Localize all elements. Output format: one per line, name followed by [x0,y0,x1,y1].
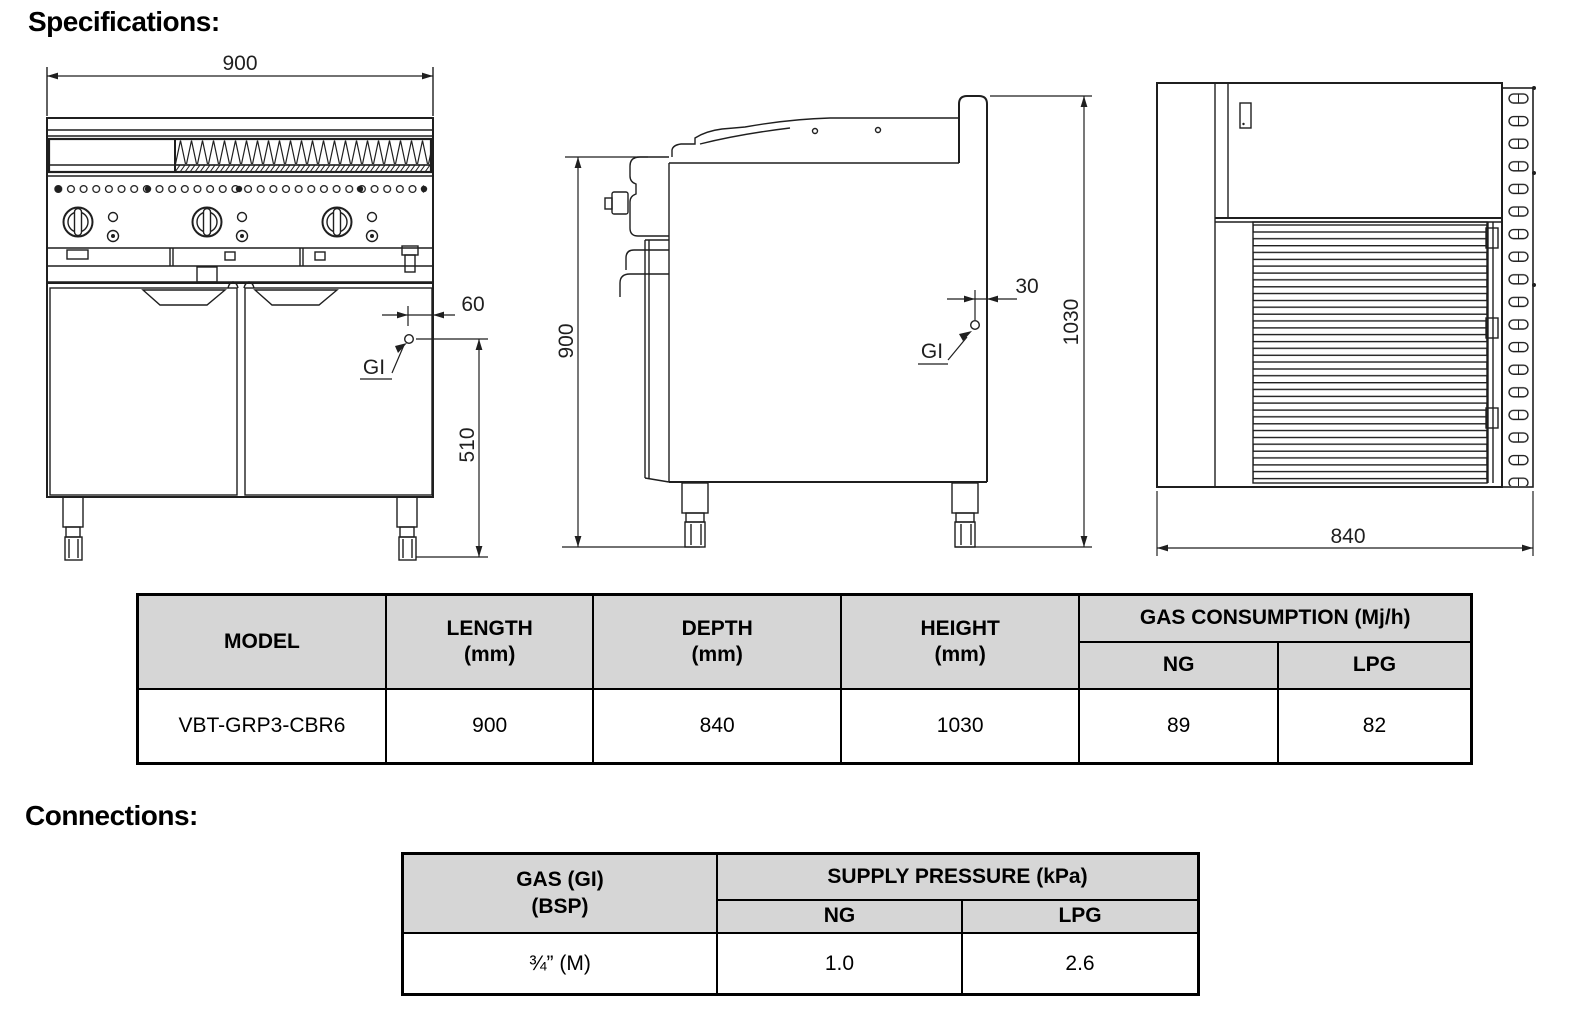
spec-col-length: LENGTH (mm) [384,593,595,690]
front-gas-height-dimension: 510 [416,338,488,558]
top-view-louvers [1504,90,1533,486]
specifications-heading: Specifications: [28,6,220,37]
front-legs [62,496,418,561]
spec-col-height-label: HEIGHT [920,616,1000,640]
top-view-drawing: 840 [1156,82,1536,556]
spec-length-value: 900 [384,688,595,765]
front-view-drawing: 900 [46,52,488,561]
conn-gas-value: ¾” (M) [401,932,718,996]
conn-col-supply-pressure: SUPPLY PRESSURE (kPa) [715,852,1200,901]
pilot-light-1 [107,211,119,223]
cabinet [46,282,434,498]
side-legs [681,482,979,548]
spec-depth-value: 840 [592,688,842,765]
side-body [668,95,988,483]
spec-table-row: VBT-GRP3-CBR6 900 840 1030 89 82 [136,688,1473,765]
spec-col-model: MODEL [136,593,387,690]
cabinet-door-right [244,287,433,496]
door-handle-left [141,289,227,306]
conn-col-ng: NG [715,899,964,934]
drain-valve [401,245,419,273]
burner-knob-2 [191,206,223,238]
chargrill-hatch-strip [174,164,432,173]
front-width-dim-label: 900 [222,52,257,75]
technical-drawings: 900 [46,52,1536,561]
spec-col-length-unit: (mm) [464,643,516,666]
connections-table-row: ¾” (M) 1.0 2.6 [401,932,1200,996]
side-gas-inlet-label: GI [921,340,943,363]
conn-lpg-value: 2.6 [961,932,1200,996]
spec-lpg-value: 82 [1276,688,1473,765]
conn-col-gas-line1: GAS (GI) [516,868,604,892]
side-gas-offset-dimension: 30 [947,275,1039,320]
door-handle-right [253,289,339,306]
side-control-panel [604,156,670,483]
spec-table: MODEL LENGTH (mm) DEPTH (mm) HEIGHT (mm) GA… [136,593,1473,765]
top-view-latch [1239,102,1252,129]
vent-hole-fasteners [55,185,428,193]
spec-ng-value: 89 [1078,688,1279,765]
side-gas-inlet-marker: GI [918,320,981,365]
louver-panel-fasteners [1532,86,1536,287]
connections-table: GAS (GI)(BSP) SUPPLY PRESSURE (kPa) NG L… [401,852,1200,996]
front-gas-inlet-label: GI [363,356,385,379]
top-view-grates [1252,221,1488,484]
spec-col-ng: NG [1078,641,1279,690]
spec-model-value: VBT-GRP3-CBR6 [136,688,387,765]
top-depth-dimension: 840 [1156,491,1534,556]
connections-heading: Connections: [25,800,198,831]
side-plate-profile [671,117,959,157]
igniter-3 [365,229,379,243]
front-width-dimension: 900 [46,52,434,116]
side-worktop-height-label: 900 [555,323,578,358]
igniter-2 [235,229,249,243]
front-gas-height-label: 510 [456,427,479,462]
spec-col-depth-label: DEPTH [681,616,753,640]
cabinet-door-left [49,287,238,496]
conn-ng-value: 1.0 [715,932,964,996]
spec-height-value: 1030 [839,688,1081,765]
spec-col-gas-consumption: GAS CONSUMPTION (Mj/h) [1078,593,1473,643]
burner-knob-3 [321,206,353,238]
side-view-drawing: 900 [555,95,1092,548]
side-worktop-height-dimension: 900 [555,156,700,548]
conn-col-gas-line2: (BSP) [531,894,589,918]
igniter-1 [106,229,120,243]
pilot-light-2 [236,211,248,223]
pilot-light-3 [366,211,378,223]
side-total-height-label: 1030 [1060,299,1083,346]
spec-col-depth-unit: (mm) [691,643,743,666]
conn-col-gas: GAS (GI)(BSP) [401,852,718,934]
burner-knob-1 [62,206,94,238]
top-depth-label: 840 [1330,525,1365,548]
chargrill-surface [174,138,432,166]
conn-col-lpg: LPG [961,899,1200,934]
front-gas-inlet-marker: GI [360,334,415,380]
front-gas-offset-dimension: 60 [382,293,485,326]
spec-col-length-label: LENGTH [446,616,533,640]
spec-col-lpg: LPG [1276,641,1473,690]
side-gas-offset-label: 30 [1015,275,1038,298]
side-knob [611,191,629,215]
side-total-height-dimension: 1030 [955,95,1092,548]
spec-col-height: HEIGHT (mm) [839,593,1081,690]
front-gas-offset-label: 60 [461,293,484,316]
spec-col-height-unit: (mm) [934,643,986,666]
spec-col-depth: DEPTH (mm) [592,593,842,690]
